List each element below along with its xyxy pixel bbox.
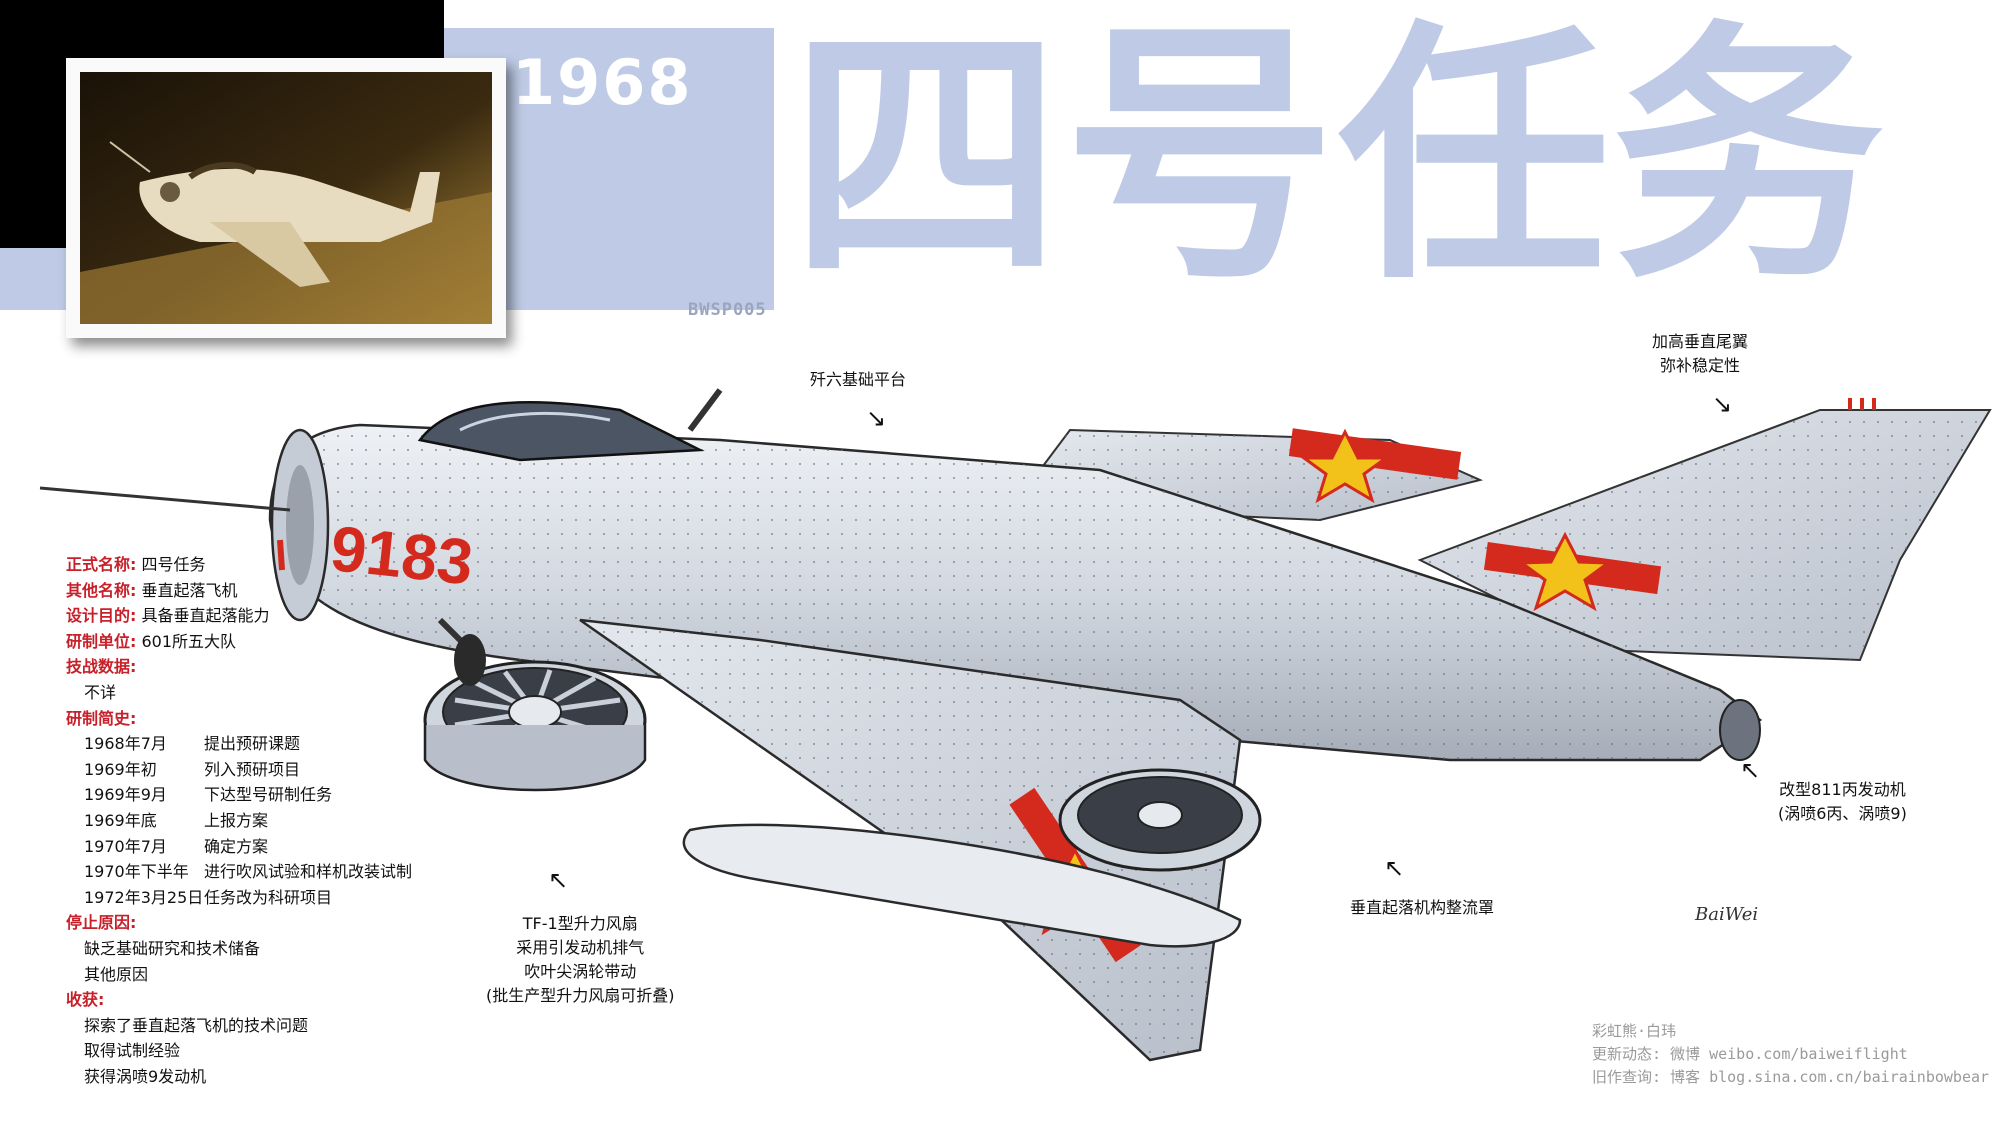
- history-date: 1969年初: [84, 759, 157, 779]
- spec-purpose: 设计目的: 具备垂直起落能力: [66, 603, 412, 629]
- credits: 彩虹熊·白玮 更新动态: 微博 weibo.com/baiweiflight 旧…: [1592, 1020, 1989, 1089]
- gain-item: 获得涡喷9发动机: [84, 1066, 207, 1086]
- lift-fan-rear: [1058, 768, 1262, 872]
- spec-label: 研制简史:: [66, 708, 137, 728]
- callout-platform: 歼六基础平台: [810, 368, 906, 392]
- credit-author: 彩虹熊·白玮: [1592, 1022, 1677, 1040]
- spec-official-name: 正式名称: 四号任务: [66, 552, 412, 578]
- spec-label: 停止原因:: [66, 913, 137, 933]
- artist-signature: BaiWei: [1695, 904, 1759, 925]
- spec-label: 设计目的:: [66, 606, 137, 626]
- history-event: 提出预研课题: [204, 734, 301, 754]
- vertical-tail: [1417, 398, 1992, 662]
- arrow-down-icon: ↘: [866, 404, 887, 432]
- spec-value: 不详: [84, 682, 117, 702]
- spec-value: 具备垂直起落能力: [141, 606, 270, 626]
- history-item: 1968年7月 提出预研课题: [66, 731, 412, 757]
- history-event: 任务改为科研项目: [204, 887, 333, 907]
- spec-data-label-row: 技战数据:: [66, 654, 412, 680]
- spec-value: 四号任务: [141, 555, 206, 574]
- spec-label: 技战数据:: [66, 657, 137, 677]
- landing-gear: [277, 539, 486, 686]
- stop-reason: 缺乏基础研究和技术储备: [84, 938, 261, 958]
- history-item: 1969年底 上报方案: [66, 808, 412, 834]
- history-event: 确定方案: [204, 836, 269, 856]
- spec-panel: 正式名称: 四号任务 其他名称: 垂直起落飞机 设计目的: 具备垂直起落能力 研…: [66, 552, 412, 1089]
- gain-item: 取得试制经验: [84, 1041, 181, 1061]
- tail-number: 9183: [327, 512, 476, 598]
- spec-history-label-row: 研制简史:: [66, 706, 412, 732]
- arrow-up-left-icon: ↖: [548, 866, 569, 894]
- callout-text: 歼六基础平台: [810, 370, 907, 389]
- spec-label: 研制单位:: [66, 631, 137, 651]
- callout-text: (涡喷6丙、涡喷9): [1778, 804, 1907, 823]
- history-date: 1970年下半年: [84, 862, 189, 882]
- history-date: 1970年7月: [84, 836, 167, 856]
- callout-text: (批生产型升力风扇可折叠): [486, 986, 675, 1005]
- history-date: 1969年底: [84, 810, 157, 830]
- spec-label: 其他名称:: [66, 580, 137, 600]
- history-event: 下达型号研制任务: [204, 785, 333, 805]
- spec-developer: 研制单位: 601所五大队: [66, 629, 412, 655]
- arrow-down-icon: ↘: [1712, 390, 1733, 418]
- callout-text: 改型811丙发动机: [1779, 780, 1906, 799]
- history-event: 进行吹风试验和样机改装试制: [204, 862, 413, 882]
- history-date: 1969年9月: [84, 785, 167, 805]
- history-date: 1972年3月25日: [84, 887, 204, 907]
- history-event: 列入预研项目: [204, 759, 301, 779]
- page-title: 四号任务: [790, 0, 1886, 316]
- credit-blog: 旧作查询: 博客 blog.sina.com.cn/bairainbowbear: [1592, 1068, 1990, 1086]
- drop-tank: [682, 823, 1242, 948]
- history-event: 上报方案: [204, 810, 269, 830]
- callout-text: 吹叶尖涡轮带动: [524, 962, 637, 981]
- year-label: 1968: [512, 46, 693, 119]
- series-code: BWSP005: [688, 300, 767, 320]
- arrow-up-left-icon: ↖: [1740, 756, 1761, 784]
- callout-tail: 加高垂直尾翼 弥补稳定性: [1652, 330, 1748, 378]
- historic-photo: [66, 58, 506, 338]
- gain-item: 探索了垂直起落飞机的技术问题: [84, 1015, 309, 1035]
- spec-label: 收获:: [66, 990, 105, 1010]
- fuselage: 9183: [39, 388, 1763, 762]
- arrow-up-left-icon: ↖: [1384, 854, 1405, 882]
- history-item: 1972年3月25日任务改为科研项目: [66, 885, 412, 911]
- callout-fairing: 垂直起落机构整流罩: [1350, 896, 1494, 920]
- history-item: 1970年下半年进行吹风试验和样机改装试制: [66, 859, 412, 885]
- history-item: 1970年7月 确定方案: [66, 834, 412, 860]
- callout-text: 弥补稳定性: [1660, 356, 1741, 375]
- callout-text: TF-1型升力风扇: [522, 914, 638, 933]
- callout-text: 垂直起落机构整流罩: [1350, 898, 1495, 917]
- callout-lift-fan: TF-1型升力风扇 采用引发动机排气 吹叶尖涡轮带动 (批生产型升力风扇可折叠): [486, 912, 675, 1008]
- spec-other-name: 其他名称: 垂直起落飞机: [66, 578, 412, 604]
- history-date: 1968年7月: [84, 734, 167, 754]
- credit-weibo: 更新动态: 微博 weibo.com/baiweiflight: [1592, 1045, 1908, 1063]
- history-item: 1969年9月 下达型号研制任务: [66, 782, 412, 808]
- spec-value: 601所五大队: [141, 631, 237, 651]
- stop-reason: 其他原因: [84, 964, 149, 984]
- lift-fan-front: [423, 660, 647, 792]
- history-item: 1969年初 列入预研项目: [66, 757, 412, 783]
- spec-stop-label-row: 停止原因:: [66, 910, 412, 936]
- spec-data-value-row: 不详: [66, 680, 412, 706]
- spec-value: 垂直起落飞机: [141, 580, 238, 600]
- callout-text: 采用引发动机排气: [516, 938, 645, 957]
- callout-engine: 改型811丙发动机 (涡喷6丙、涡喷9): [1778, 778, 1907, 826]
- callout-text: 加高垂直尾翼: [1652, 332, 1749, 351]
- spec-gain-label-row: 收获:: [66, 987, 412, 1013]
- spec-label: 正式名称:: [66, 555, 137, 574]
